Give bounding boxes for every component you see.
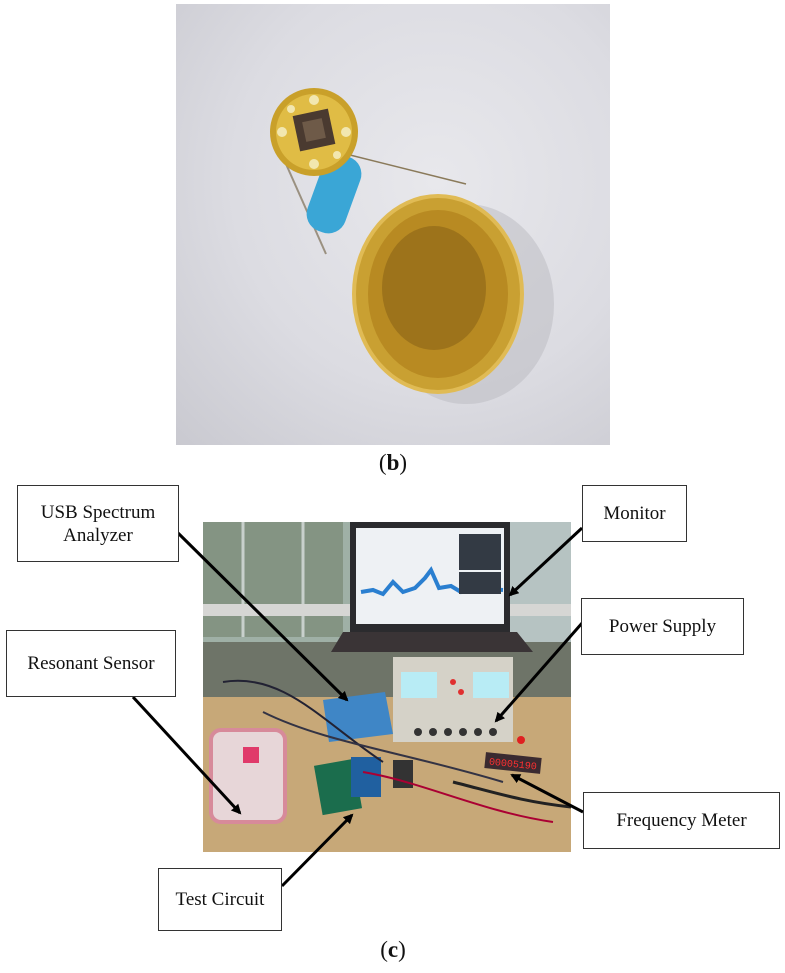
setup-photo: 00005190 xyxy=(203,522,571,852)
caption-c: (c) xyxy=(380,937,406,962)
label-monitor-text: Monitor xyxy=(603,503,666,524)
setup-photo-drawing: 00005190 xyxy=(203,522,571,852)
label-resonant-sensor-text: Resonant Sensor xyxy=(27,653,155,674)
label-monitor: Monitor xyxy=(582,485,687,542)
label-resonant-sensor: Resonant Sensor xyxy=(6,630,176,697)
label-test-circuit: Test Circuit xyxy=(158,868,282,931)
label-power-supply-text: Power Supply xyxy=(608,616,717,637)
frequency-display: 00005190 xyxy=(488,758,537,774)
sensor-photo xyxy=(176,4,610,445)
label-power-supply: Power Supply xyxy=(581,598,744,655)
caption-b: (b) xyxy=(378,450,408,475)
label-usb-spectrum-analyzer-text: USB Spectrum Analyzer xyxy=(40,501,156,546)
label-frequency-meter-text: Frequency Meter xyxy=(616,810,747,831)
sensor-photo-drawing xyxy=(270,88,554,404)
label-frequency-meter: Frequency Meter xyxy=(583,792,780,849)
label-usb-spectrum-analyzer: USB Spectrum Analyzer xyxy=(17,485,179,562)
label-test-circuit-text: Test Circuit xyxy=(175,889,265,910)
